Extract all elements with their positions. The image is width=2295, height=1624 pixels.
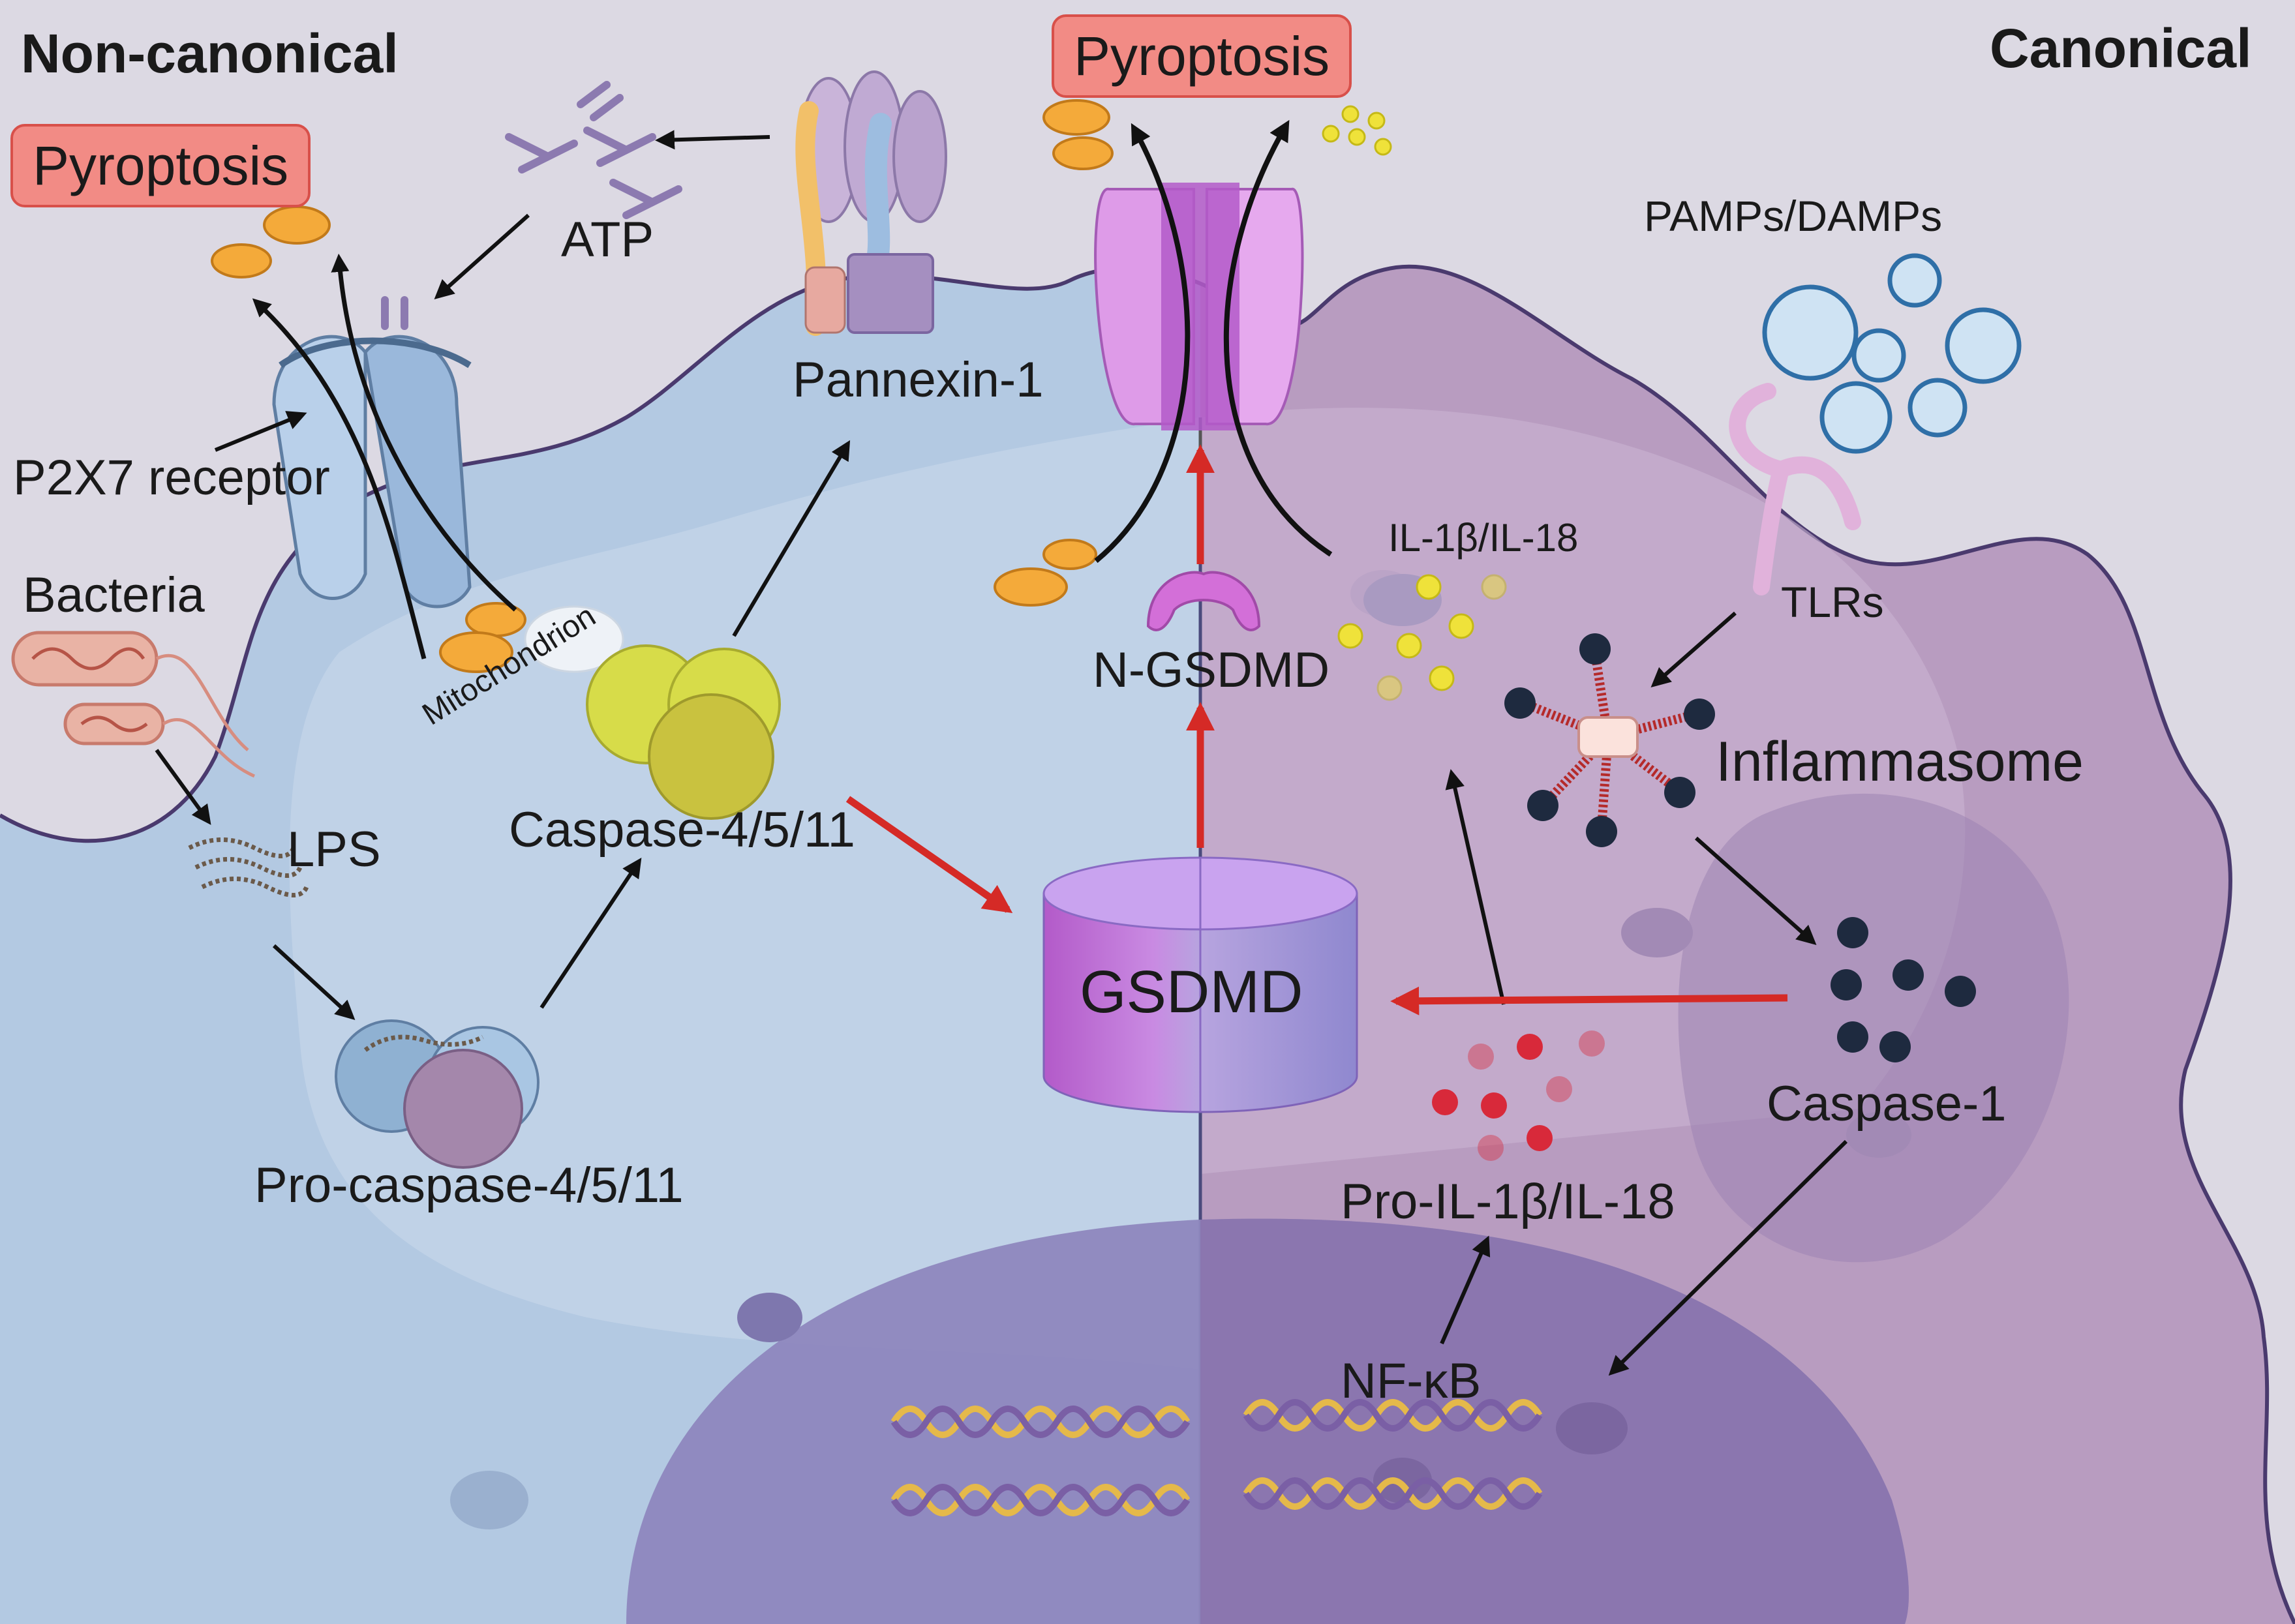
- pro-caspase-spheres: [335, 1019, 540, 1169]
- nf-kb-label: NF-κB: [1341, 1353, 1482, 1409]
- n-gsdmd-label: N-GSDMD: [1093, 642, 1330, 698]
- pro-il-particles: [1432, 1030, 1605, 1161]
- pyroptosis-release-arrows: [252, 119, 1333, 659]
- pannexin-1-label: Pannexin-1: [793, 352, 1044, 408]
- mitochondrion-membrane: [524, 605, 624, 673]
- inflammasome-shape: [1504, 633, 1715, 847]
- pamps-damps-bubbles: [1762, 253, 2022, 454]
- tlrs-label: TLRs: [1781, 578, 1884, 626]
- atp-molecules: [505, 81, 682, 219]
- pyroptosis-badge-left: Pyroptosis: [10, 124, 311, 207]
- pathway-arrows: [155, 130, 1848, 1376]
- pro-il-1b-il-18-label: Pro-IL-1β/IL-18: [1341, 1174, 1675, 1229]
- non-canonical-header: Non-canonical: [21, 23, 399, 84]
- gsdmd-pore: [1094, 183, 1304, 457]
- pannexin-1-shape: [795, 70, 947, 336]
- tlrs-shape: [1729, 383, 1861, 595]
- p2x7-receptor-label: P2X7 receptor: [13, 450, 330, 505]
- canonical-header: Canonical: [1990, 18, 2252, 79]
- caspase-1-label: Caspase-1: [1767, 1076, 2007, 1132]
- caspase-4511-spheres: [586, 644, 781, 820]
- pyroptosis-badge-top: Pyroptosis: [1052, 14, 1352, 98]
- caspase-1-dots: [1831, 917, 1976, 1062]
- lps-label: LPS: [287, 822, 381, 877]
- pro-caspase-4511-label: Pro-caspase-4/5/11: [254, 1158, 684, 1213]
- dna-helix: [890, 1399, 1543, 1516]
- bacteria-shape: [11, 631, 255, 778]
- nucleus: [450, 570, 1911, 1624]
- atp-label: ATP: [561, 212, 654, 267]
- lps-strands: [188, 837, 309, 897]
- il-particles: [1322, 105, 1507, 701]
- gsdmd-cleavage-arrows: [845, 444, 1788, 1015]
- p2x7-receptor-shape: [272, 296, 472, 609]
- pamps-damps-label: PAMPs/DAMPs: [1644, 192, 1943, 240]
- il-1b-il-18-label: IL-1β/IL-18: [1388, 516, 1579, 560]
- bacteria-label: Bacteria: [23, 567, 205, 623]
- n-gsdmd-shape: [1146, 571, 1261, 631]
- gsdmd-label: GSDMD: [1080, 959, 1303, 1025]
- mitochondria: [211, 99, 1114, 673]
- inflammasome-label: Inflammasome: [1716, 730, 2084, 793]
- caspase-4511-label: Caspase-4/5/11: [509, 802, 855, 858]
- gsdmd-cylinder: [1042, 856, 1358, 1113]
